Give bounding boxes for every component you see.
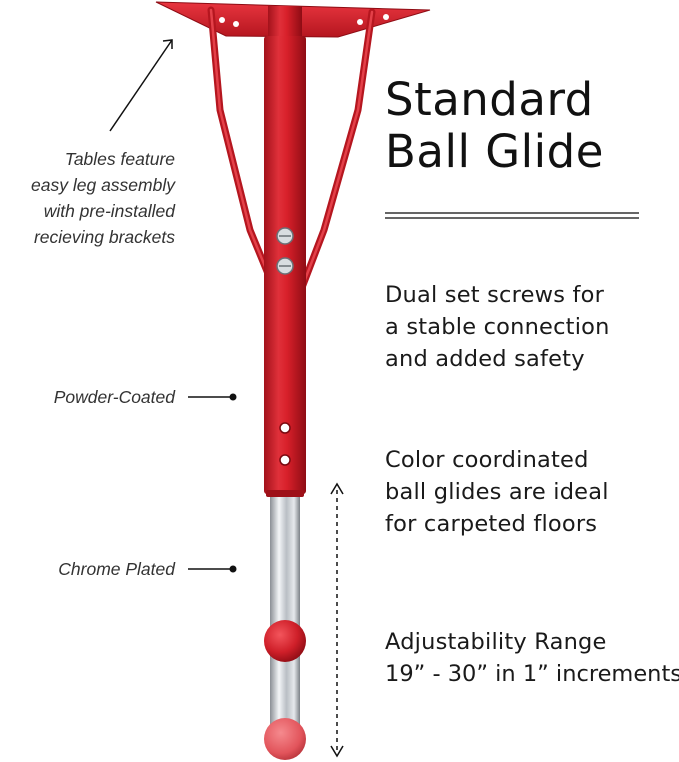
bracket-callout-arrow	[109, 39, 173, 132]
product-title: Standard Ball Glide	[385, 74, 675, 178]
assembly-callout-line: easy leg assembly	[31, 175, 175, 195]
product-title-line: Ball Glide	[385, 125, 604, 178]
feature-line: 19” - 30” in 1” increments	[385, 661, 679, 687]
ball-glide-lower	[264, 718, 306, 760]
leg-top-collar	[268, 6, 302, 40]
assembly-callout-line: Tables feature	[64, 149, 175, 169]
adjustment-holes	[279, 422, 291, 466]
feature-ball-glides: Color coordinated ball glides are ideal …	[385, 444, 609, 540]
feature-adjustability-range: Adjustability Range 19” - 30” in 1” incr…	[385, 626, 679, 690]
feature-line: ball glides are ideal	[385, 479, 609, 505]
chrome-plated-label: Chrome Plated	[58, 559, 175, 579]
feature-line: for carpeted floors	[385, 511, 598, 537]
assembly-callout-line: with pre-installed	[43, 201, 175, 221]
adjustability-range-arrow	[330, 482, 344, 758]
powder-coated-label: Powder-Coated	[53, 387, 175, 407]
feature-line: and added safety	[385, 346, 585, 372]
assembly-callout-line: recieving brackets	[33, 227, 175, 247]
chrome-plated-tube	[270, 492, 300, 740]
set-screws	[276, 227, 294, 275]
assembly-callout: Tables feature easy leg assembly with pr…	[0, 146, 175, 250]
product-title-line: Standard	[385, 73, 594, 126]
feature-line: Dual set screws for	[385, 282, 605, 308]
ball-glide-upper	[264, 620, 306, 662]
feature-set-screws: Dual set screws for a stable connection …	[385, 279, 610, 375]
powder-coated-pointer	[188, 393, 237, 401]
chrome-plated-pointer	[188, 565, 237, 573]
feature-line: Color coordinated	[385, 447, 589, 473]
feature-line: Adjustability Range	[385, 629, 607, 655]
title-divider	[385, 212, 639, 219]
feature-line: a stable connection	[385, 314, 610, 340]
